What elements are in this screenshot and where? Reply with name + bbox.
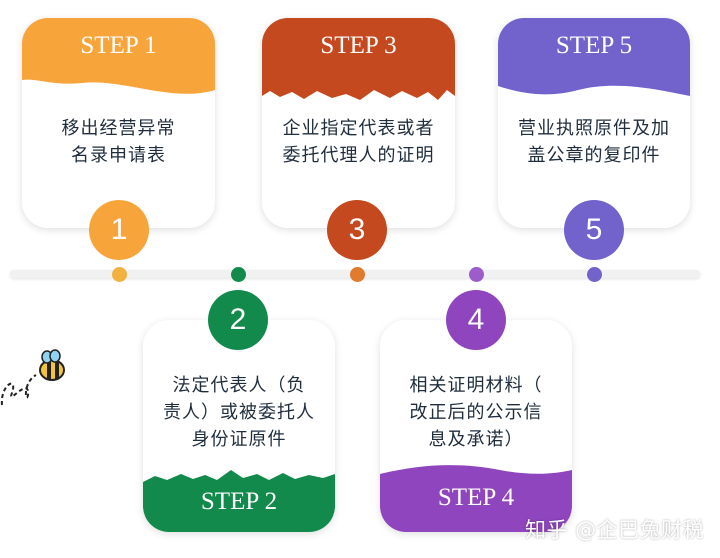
step-card-5: STEP 5 营业执照原件及加 盖公章的复印件	[498, 18, 690, 228]
description-line: 营业执照原件及加	[518, 118, 670, 139]
description-line: 企业指定代表或者	[282, 118, 435, 139]
description-line: 相关证明材料（	[409, 375, 543, 396]
timeline-dot-1	[112, 267, 127, 282]
step-card-3: STEP 3 企业指定代表或者 委托代理人的证明	[262, 18, 455, 228]
step-number-1: 1	[89, 200, 149, 260]
step-number-2: 2	[208, 290, 268, 350]
timeline-dot-2	[231, 267, 246, 282]
step-header-1: STEP 1	[22, 18, 215, 98]
step-header-2: STEP 2	[143, 470, 335, 532]
timeline-dot-5	[587, 267, 602, 282]
description-line: 责人）或被委托人	[163, 402, 315, 423]
timeline-dot-3	[350, 267, 365, 282]
step-header-3: STEP 3	[262, 18, 455, 108]
description-line: 身份证原件	[191, 429, 287, 450]
step-description-3: 企业指定代表或者 委托代理人的证明	[270, 115, 447, 169]
description-line: 息及承诺）	[428, 429, 524, 450]
step-card-4: 相关证明材料（ 改正后的公示信 息及承诺） STEP 4	[380, 320, 572, 532]
step-description-2: 法定代表人（负 责人）或被委托人 身份证原件	[151, 372, 327, 453]
step-header-label: STEP 4	[437, 484, 515, 511]
step-card-2: 法定代表人（负 责人）或被委托人 身份证原件 STEP 2	[143, 320, 335, 532]
step-header-5: STEP 5	[498, 18, 690, 103]
step-header-4: STEP 4	[380, 462, 572, 532]
step-number-4: 4	[446, 290, 506, 350]
bee-icon	[0, 349, 65, 406]
step-number-5: 5	[564, 200, 624, 260]
step-description-5: 营业执照原件及加 盖公章的复印件	[506, 115, 682, 169]
step-description-4: 相关证明材料（ 改正后的公示信 息及承诺）	[388, 372, 564, 453]
description-line: 移出经营异常	[61, 118, 176, 139]
step-card-1: STEP 1 移出经营异常 名录申请表	[22, 18, 215, 228]
step-header-label: STEP 1	[80, 32, 157, 59]
step-header-label: STEP 5	[555, 32, 633, 59]
description-line: 名录申请表	[71, 145, 166, 166]
step-header-label: STEP 2	[200, 488, 278, 515]
step-header-label: STEP 3	[320, 32, 397, 59]
description-line: 法定代表人（负	[172, 375, 306, 396]
description-line: 委托代理人的证明	[282, 145, 435, 166]
watermark: 知乎 @企巴兔财税	[525, 518, 705, 542]
description-line: 改正后的公示信	[409, 402, 543, 423]
description-line: 盖公章的复印件	[527, 145, 661, 166]
step-number-3: 3	[327, 200, 387, 260]
timeline-dot-4	[469, 267, 484, 282]
step-description-1: 移出经营异常 名录申请表	[30, 115, 207, 169]
